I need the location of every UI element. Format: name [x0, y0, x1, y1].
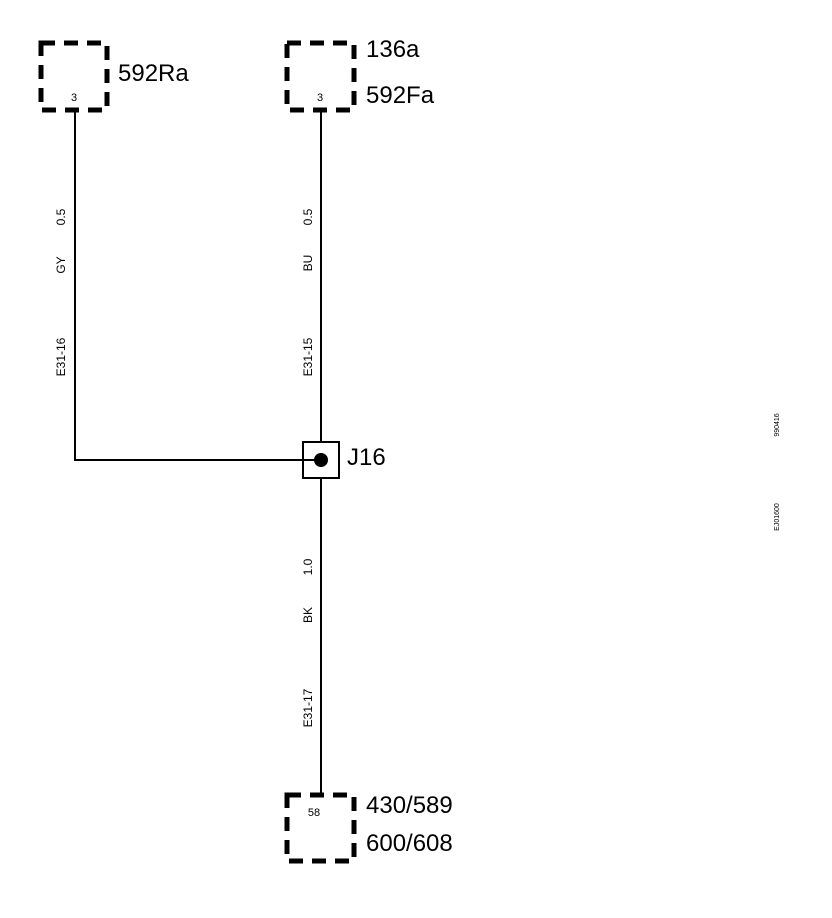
connector-pin-592ra: 3 — [71, 92, 77, 104]
side-code-b: EJ01600 — [774, 503, 781, 531]
connector-label-430-589: 430/589 — [366, 792, 453, 819]
junction-j16: J16 — [302, 441, 386, 479]
connector-pin-430: 58 — [308, 807, 320, 819]
connector-label-592fa: 592Fa — [366, 82, 435, 109]
connector-box-430 — [284, 792, 357, 864]
connector-592ra: 3 592Ra — [38, 40, 189, 113]
connector-pin-136a: 3 — [317, 92, 323, 104]
wire-left-color: GY — [54, 256, 68, 273]
connector-label-136a: 136a — [366, 36, 420, 63]
wire-left-e31-16 — [74, 110, 321, 461]
connector-136a-592fa: 3 136a 592Fa — [284, 36, 435, 113]
connector-label-600-608: 600/608 — [366, 830, 453, 857]
junction-dot — [314, 453, 328, 467]
wire-lower-code: E31-17 — [301, 688, 315, 727]
wire-left-size: 0.5 — [54, 208, 68, 225]
connector-430-589: 58 430/589 600/608 — [284, 792, 453, 864]
wire-lower-size: 1.0 — [301, 558, 315, 575]
connector-label-592ra: 592Ra — [118, 60, 189, 87]
wire-lower-color: BK — [301, 607, 315, 623]
wire-left-code: E31-16 — [54, 337, 68, 376]
wire-upper-code: E31-15 — [301, 337, 315, 376]
wire-upper-size: 0.5 — [301, 208, 315, 225]
junction-label: J16 — [347, 444, 386, 471]
side-code-a: 990416 — [774, 413, 781, 436]
wire-upper-color: BU — [301, 255, 315, 272]
junction-box — [302, 441, 340, 479]
